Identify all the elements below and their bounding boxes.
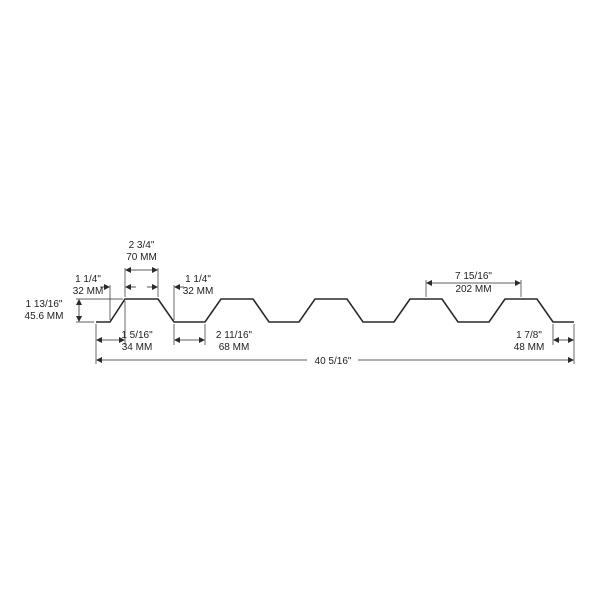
dim-left-web-imperial: 1 1/4"	[75, 274, 101, 285]
dim-overall-width-imperial: 40 5/16"	[315, 356, 352, 367]
dim-height: 1 13/16" 45.6 MM	[25, 298, 123, 323]
dim-right-web-imperial: 1 1/4"	[185, 274, 211, 285]
dim-edge-lap-metric: 34 MM	[122, 342, 153, 353]
dim-bottom-flat-metric: 68 MM	[219, 342, 250, 353]
dim-edge-lap-imperial: 1 5/16"	[121, 330, 153, 341]
panel-profile-line	[96, 298, 574, 323]
dim-bottom-flat: 2 11/16" 68 MM	[173, 324, 253, 353]
dim-top-flat: 2 3/4" 70 MM	[124, 240, 159, 297]
dim-bottom-flat-imperial: 2 11/16"	[216, 330, 253, 341]
dim-left-web-metric: 32 MM	[73, 286, 104, 297]
dim-top-flat-metric: 70 MM	[126, 252, 157, 263]
dim-rib-pitch-imperial: 7 15/16"	[455, 271, 492, 282]
dim-rib-pitch: 7 15/16" 202 MM	[425, 271, 522, 297]
dim-end-lap: 1 7/8" 48 MM	[514, 324, 575, 364]
dim-height-metric: 45.6 MM	[25, 311, 64, 322]
dim-rib-pitch-metric: 202 MM	[455, 284, 491, 295]
dim-left-web: 1 1/4" 32 MM	[73, 274, 136, 320]
dim-right-web-metric: 32 MM	[183, 286, 214, 297]
dim-right-web: 1 1/4" 32 MM	[147, 274, 213, 320]
dim-edge-lap: 1 5/16" 34 MM	[95, 301, 153, 364]
dim-end-lap-metric: 48 MM	[514, 342, 545, 353]
dim-end-lap-imperial: 1 7/8"	[516, 330, 542, 341]
dim-height-imperial: 1 13/16"	[26, 299, 63, 310]
dim-overall-width: 40 5/16"	[96, 356, 574, 367]
dim-top-flat-imperial: 2 3/4"	[129, 240, 155, 251]
